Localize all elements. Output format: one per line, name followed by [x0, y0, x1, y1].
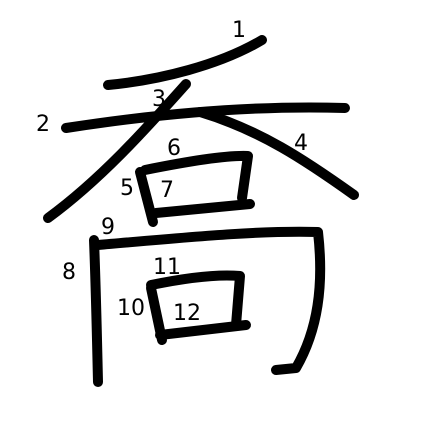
stroke-7: [151, 199, 255, 218]
stroke-number-7: 7: [160, 178, 174, 203]
stroke-4: [195, 107, 359, 200]
stroke-6: [140, 150, 253, 203]
stroke-5: [135, 167, 158, 227]
stroke-number-1: 1: [232, 18, 246, 43]
stroke-number-2: 2: [36, 112, 50, 137]
stroke-number-10: 10: [117, 296, 145, 321]
stroke-number-6: 6: [167, 136, 181, 161]
stroke-number-8: 8: [62, 260, 76, 285]
stroke-8: [89, 235, 103, 387]
stroke-12: [155, 320, 251, 340]
stroke-number-4: 4: [294, 131, 308, 156]
stroke-11: [146, 270, 245, 330]
stroke-number-11: 11: [153, 255, 181, 280]
stroke-number-3: 3: [152, 87, 166, 112]
stroke-number-9: 9: [101, 215, 115, 240]
stroke-number-5: 5: [120, 176, 134, 201]
stroke-9: [93, 226, 326, 375]
stroke-number-12: 12: [173, 301, 201, 326]
stroke-1: [103, 35, 267, 90]
stroke-3: [43, 79, 191, 223]
